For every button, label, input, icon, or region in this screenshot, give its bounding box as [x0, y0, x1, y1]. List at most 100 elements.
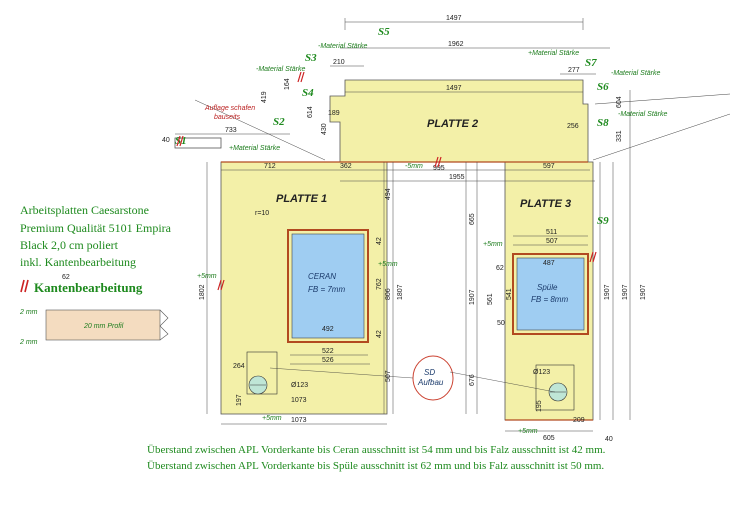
svg-text:209: 209 — [573, 417, 585, 424]
ceran-name: CERAN — [308, 272, 336, 281]
svg-text:210: 210 — [333, 59, 345, 66]
svg-text:+5mm: +5mm — [197, 273, 217, 280]
svg-text:189: 189 — [328, 110, 340, 117]
svg-text:419: 419 — [261, 91, 268, 103]
label-s9: S9 — [597, 215, 609, 227]
label-s6: S6 — [597, 81, 609, 93]
svg-text:1962: 1962 — [448, 41, 464, 48]
sd-hole-right: Ø123 — [533, 364, 575, 411]
svg-text:42: 42 — [376, 330, 383, 338]
edge-marks — [221, 161, 593, 421]
svg-text:197: 197 — [236, 394, 243, 406]
edge-ticks — [176, 71, 597, 291]
svg-text:+5mm: +5mm — [483, 241, 503, 248]
ceran-fb: FB = 7mm — [308, 285, 345, 294]
sd-callout: SD Aufbau — [269, 355, 556, 401]
svg-text:331: 331 — [616, 130, 623, 142]
svg-text:40: 40 — [605, 436, 613, 443]
label-s1: S1 — [175, 135, 187, 147]
svg-text:541: 541 — [506, 288, 513, 300]
legend-kantenbearbeitung: Kantenbearbeitung — [34, 280, 143, 295]
svg-text:1907: 1907 — [622, 284, 629, 300]
svg-text:362: 362 — [340, 163, 352, 170]
plate-2-label: PLATTE 2 — [427, 118, 478, 130]
description-line-2: Premium Qualität 5101 Empira — [20, 221, 171, 235]
label-s5: S5 — [378, 26, 390, 38]
plate-3-label: PLATTE 3 — [520, 198, 571, 210]
side-labels: S1 S2 S3 S4 S5 S6 S7 S8 S9 — [175, 26, 609, 227]
svg-text:494: 494 — [385, 188, 392, 200]
svg-text:277: 277 — [568, 67, 580, 74]
svg-text:511: 511 — [546, 229, 557, 236]
svg-text:430: 430 — [321, 123, 328, 135]
svg-text:597: 597 — [543, 163, 555, 170]
svg-text:1802: 1802 — [199, 284, 206, 300]
description-line-4: inkl. Kantenbearbeitung — [20, 255, 136, 269]
plate-1-left-stub — [174, 137, 222, 149]
svg-text:604: 604 — [616, 96, 623, 108]
svg-text:526: 526 — [322, 357, 334, 364]
label-s2: S2 — [273, 116, 285, 128]
svg-text:1073: 1073 — [291, 417, 307, 424]
note-spuele: Überstand zwischen APL Vorderkante bis S… — [147, 460, 605, 472]
svg-text:522: 522 — [322, 348, 334, 355]
hole1-label: Ø123 — [291, 382, 308, 389]
svg-text:1907: 1907 — [469, 289, 476, 305]
svg-text:806: 806 — [385, 288, 392, 300]
svg-text:762: 762 — [376, 278, 383, 290]
svg-text:Auflage schafen: Auflage schafen — [204, 105, 255, 112]
svg-text:1907: 1907 — [640, 284, 647, 300]
plate-1-label: PLATTE 1 — [276, 193, 327, 205]
svg-text:-Material Stärke: -Material Stärke — [618, 111, 668, 118]
svg-text:+Material Stärke: +Material Stärke — [528, 50, 579, 57]
dimension-texts: 1497 1962 210 277 1497 189 256 733 40 71… — [62, 15, 613, 443]
ceran-radius: r=10 — [255, 210, 269, 217]
svg-text:40: 40 — [162, 137, 170, 144]
profile-label: 20 mm Profil — [83, 323, 124, 330]
svg-text:bauseits: bauseits — [214, 114, 241, 121]
svg-text:1497: 1497 — [446, 85, 462, 92]
svg-text:492: 492 — [322, 326, 334, 333]
svg-text:+5mm: +5mm — [518, 428, 538, 435]
ceran-cutout: CERAN FB = 7mm r=10 — [255, 210, 369, 343]
sd-line1: SD — [424, 368, 435, 377]
label-s7: S7 — [585, 57, 597, 69]
dimension-lines — [175, 18, 731, 432]
svg-text:1497: 1497 — [446, 15, 462, 22]
label-s3: S3 — [305, 52, 317, 64]
svg-text:1907: 1907 — [604, 284, 611, 300]
svg-text:507: 507 — [385, 370, 392, 382]
sd-line2: Aufbau — [417, 378, 444, 387]
spuele-fb: FB = 8mm — [531, 295, 568, 304]
profile-bottom: 2 mm — [19, 339, 38, 346]
vertical-dimension-texts: 419 164 614 430 604 331 494 665 1802 762… — [199, 78, 647, 412]
svg-text:+Material Stärke: +Material Stärke — [229, 145, 280, 152]
svg-text:605: 605 — [543, 435, 555, 442]
svg-text:42: 42 — [376, 237, 383, 245]
label-s8: S8 — [597, 117, 609, 129]
description-line-3: Black 2,0 cm poliert — [20, 238, 118, 252]
svg-text:712: 712 — [264, 163, 276, 170]
svg-text:-Material Stärke: -Material Stärke — [256, 66, 306, 73]
profile-top: 2 mm — [19, 309, 38, 316]
svg-text:256: 256 — [567, 123, 579, 130]
svg-text:+5mm: +5mm — [262, 415, 282, 422]
edge-profile-sketch: 20 mm Profil 2 mm 2 mm — [19, 309, 169, 346]
spuele-name: Spüle — [537, 283, 558, 292]
svg-text:676: 676 — [469, 374, 476, 386]
svg-text:264: 264 — [233, 363, 245, 370]
svg-text:507: 507 — [546, 238, 558, 245]
svg-text:733: 733 — [225, 127, 237, 134]
kantenbearbeitung-mark-icon — [20, 279, 29, 293]
svg-text:-Material Stärke: -Material Stärke — [318, 43, 368, 50]
svg-text:1807: 1807 — [397, 284, 404, 300]
svg-text:195: 195 — [536, 400, 543, 412]
svg-text:50: 50 — [497, 320, 505, 327]
note-ceran: Überstand zwischen APL Vorderkante bis C… — [147, 444, 606, 456]
svg-text:665: 665 — [469, 213, 476, 225]
svg-text:561: 561 — [487, 293, 494, 305]
svg-text:1073: 1073 — [291, 397, 307, 404]
svg-text:-Material Stärke: -Material Stärke — [611, 70, 661, 77]
spuele-cutout: Spüle FB = 8mm — [512, 253, 589, 335]
